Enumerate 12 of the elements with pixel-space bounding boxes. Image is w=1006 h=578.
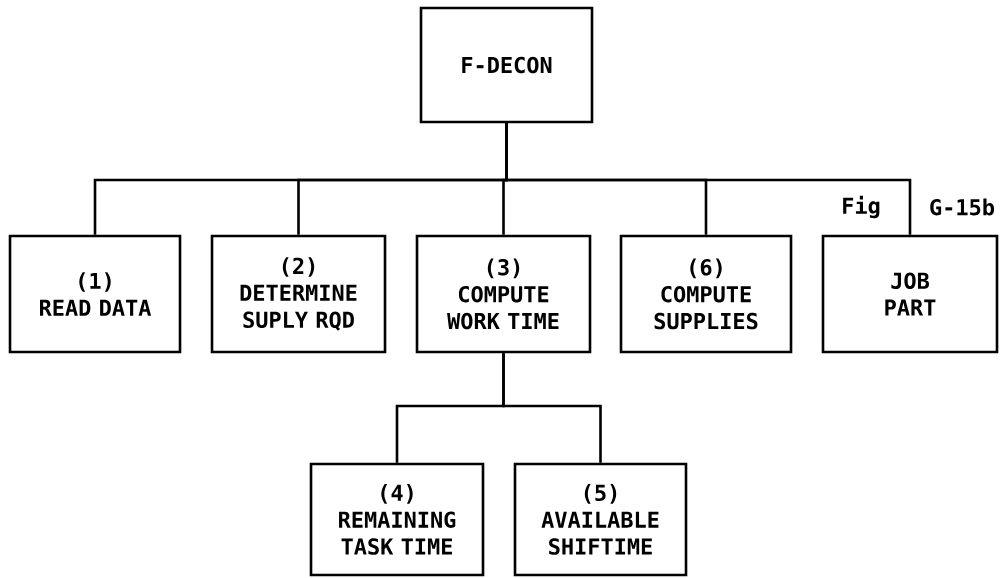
process-box: JOB PART <box>821 234 999 354</box>
process-box: (1) READ DATA <box>8 234 182 354</box>
process-box: (5) AVAILABLE SHIFTIME <box>513 462 688 577</box>
process-box: (6) COMPUTE SUPPLIES <box>619 234 793 354</box>
process-box: (4) REMAINING TASK TIME <box>309 462 485 577</box>
connector-line <box>502 353 602 463</box>
process-box: F-DECON <box>419 6 594 124</box>
figure-label: Fig <box>843 195 880 219</box>
figure-label: G-15b <box>930 198 994 216</box>
process-box: (2) DETERMINE SUPLY RQD <box>210 234 387 354</box>
process-box: (3) COMPUTE WORK TIME <box>415 234 592 354</box>
connector-line <box>505 123 912 235</box>
